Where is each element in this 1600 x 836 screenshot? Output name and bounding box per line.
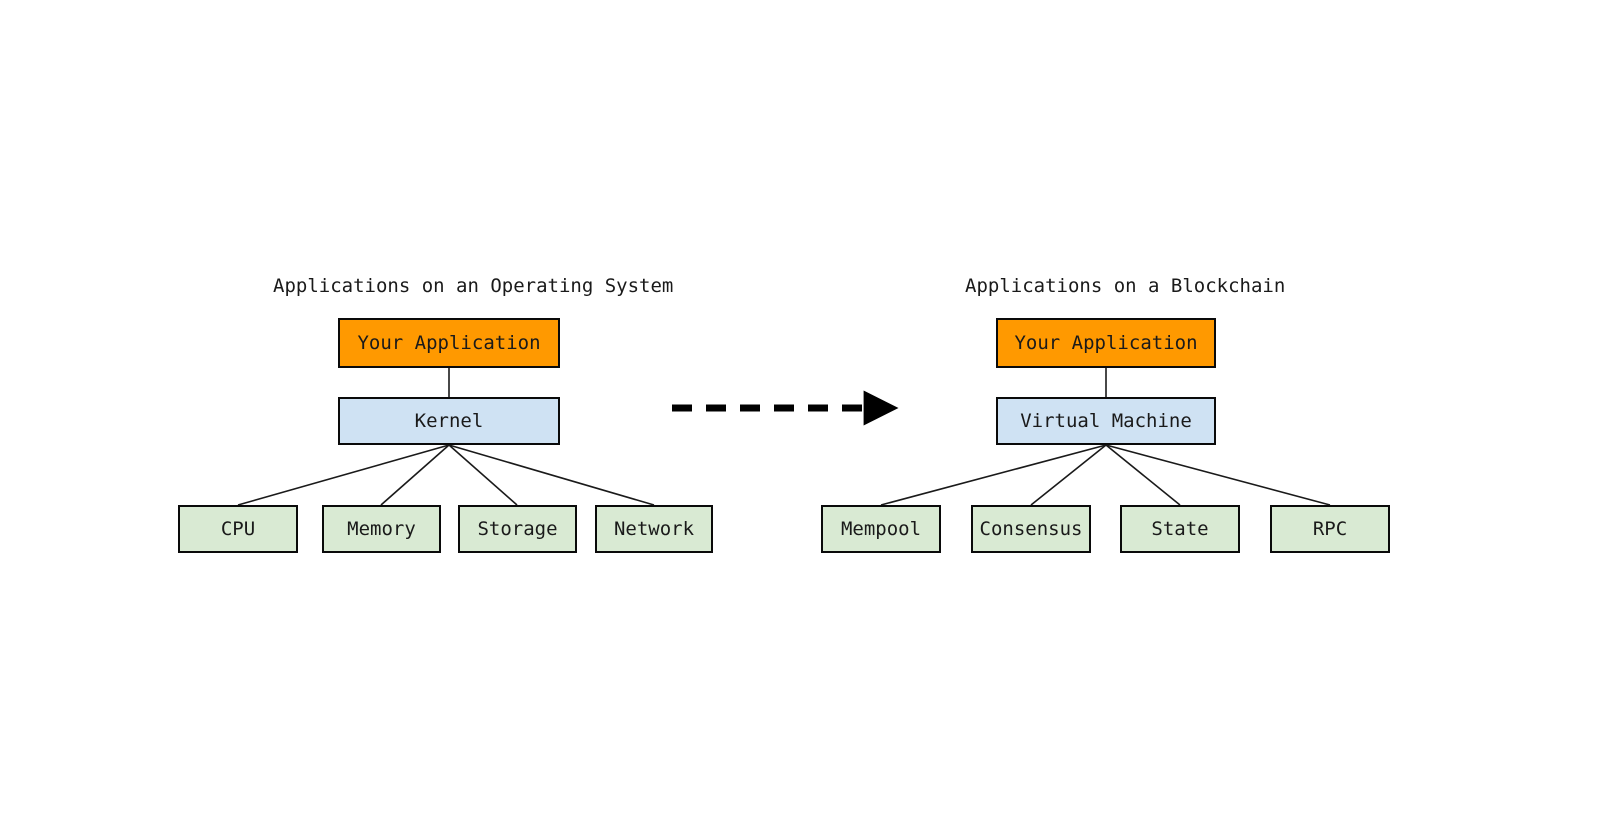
node-label: Storage	[477, 517, 558, 540]
node-rpc[interactable]: RPC	[1270, 505, 1390, 553]
edge-vm-to-mempool	[880, 444, 1107, 506]
node-consensus[interactable]: Consensus	[971, 505, 1091, 553]
node-label: Network	[613, 517, 695, 540]
node-mempool[interactable]: Mempool	[821, 505, 941, 553]
edge-vm-to-state	[1105, 444, 1181, 506]
node-your-application-os[interactable]: Your Application	[338, 318, 560, 368]
node-label: Mempool	[840, 517, 922, 540]
node-label: CPU	[220, 517, 256, 540]
node-label: Your Application	[1014, 331, 1198, 354]
node-your-application-blockchain[interactable]: Your Application	[996, 318, 1216, 368]
node-cpu[interactable]: CPU	[178, 505, 298, 553]
node-memory[interactable]: Memory	[322, 505, 441, 553]
node-label: RPC	[1312, 517, 1348, 540]
node-network[interactable]: Network	[595, 505, 713, 553]
node-state[interactable]: State	[1120, 505, 1240, 553]
node-label: Memory	[347, 517, 416, 540]
edge-kernel-to-cpu	[237, 444, 450, 506]
edge-kernel-to-storage	[448, 444, 518, 506]
node-kernel[interactable]: Kernel	[338, 397, 560, 445]
node-label: Virtual Machine	[1020, 409, 1192, 432]
panel-title-operating-system: Applications on an Operating System	[273, 275, 674, 297]
node-label: Kernel	[414, 409, 484, 432]
panel-title-blockchain: Applications on a Blockchain	[965, 275, 1286, 297]
node-virtual-machine[interactable]: Virtual Machine	[996, 397, 1216, 445]
edge-vm-to-rpc	[1105, 444, 1331, 506]
node-label: Consensus	[979, 517, 1083, 540]
edge-kernel-to-memory	[380, 444, 450, 506]
edge-kernel-to-network	[448, 444, 655, 506]
node-label: Your Application	[357, 331, 541, 354]
node-label: State	[1151, 517, 1209, 540]
edge-vm-to-consensus	[1030, 444, 1107, 506]
node-storage[interactable]: Storage	[458, 505, 577, 553]
